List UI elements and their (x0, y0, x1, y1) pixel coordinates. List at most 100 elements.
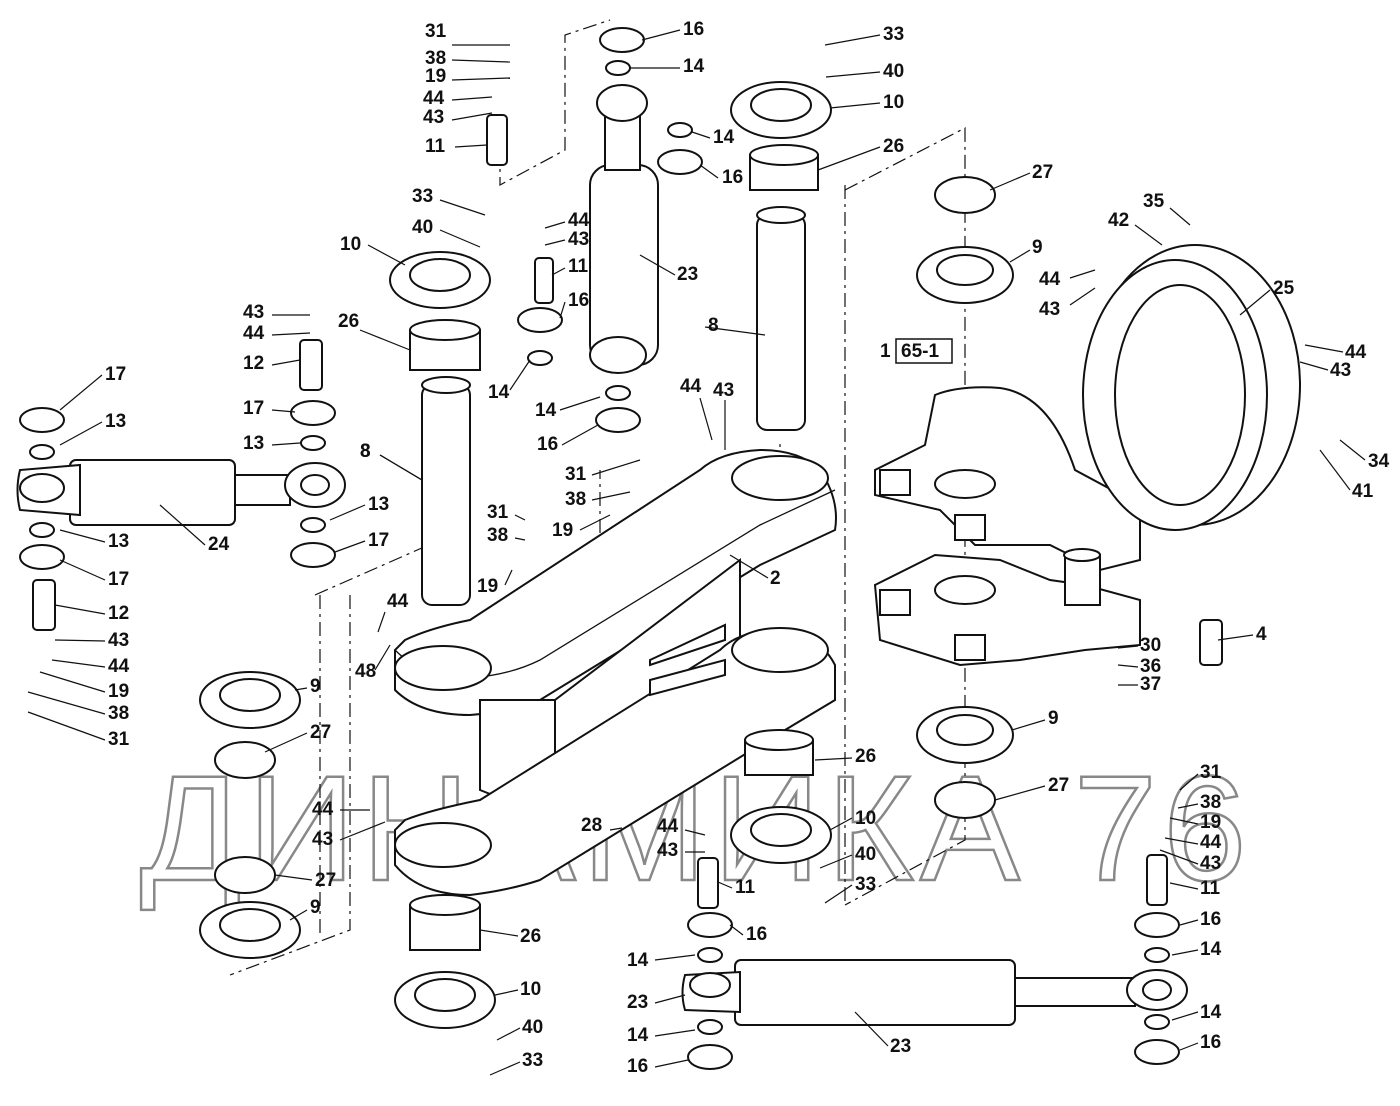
part-callout: 16 (1200, 909, 1221, 930)
leader-line (1171, 1011, 1199, 1021)
leader-line (819, 854, 853, 869)
part-callout: 19 (552, 520, 573, 541)
leader-line (1299, 361, 1329, 371)
leader-line (1179, 1042, 1199, 1051)
leader-line (1169, 882, 1199, 890)
leader-line (1069, 269, 1096, 279)
part-callout: 9 (310, 676, 321, 697)
leader-line (27, 691, 106, 715)
leader-line (59, 421, 103, 446)
part-callout: 34 (1368, 451, 1390, 472)
part-callout: 48 (355, 661, 376, 682)
leader-line (454, 144, 488, 148)
part-callout: 44 (243, 323, 265, 344)
part-callout: 14 (488, 382, 510, 403)
part-callout: 8 (708, 315, 719, 336)
leader-line (609, 827, 623, 831)
part-callout: 16 (627, 1056, 648, 1077)
leader-line (654, 954, 696, 961)
part-callout: 8 (360, 441, 371, 462)
leader-line (339, 821, 386, 841)
part-callout: 14 (535, 400, 557, 421)
part-callout: 13 (105, 411, 126, 432)
leader-line (494, 989, 519, 996)
leader-line (561, 424, 599, 446)
leader-line (159, 504, 206, 546)
part-callout: 2 (770, 568, 781, 589)
leader-line (691, 131, 711, 139)
leader-line (1304, 344, 1344, 353)
leader-line (717, 881, 733, 889)
leader-line (544, 221, 566, 229)
part-callout: 31 (565, 464, 587, 485)
part-callout: 27 (315, 870, 336, 891)
leader-line (514, 537, 526, 541)
part-callout: 38 (487, 525, 508, 546)
part-callout: 16 (568, 290, 589, 311)
part-callout: 43 (657, 840, 678, 861)
leader-line (825, 71, 881, 78)
part-callout: 14 (683, 56, 705, 77)
part-callout: 43 (423, 107, 444, 128)
part-callout: 14 (627, 1025, 649, 1046)
leader-line (654, 994, 686, 1004)
leader-line (639, 254, 676, 276)
leader-line (684, 829, 706, 836)
part-callout: 11 (568, 256, 589, 277)
part-callout: 33 (412, 186, 433, 207)
leader-line (271, 409, 296, 413)
part-callout: 14 (1200, 1002, 1222, 1023)
part-callout: 10 (340, 234, 361, 255)
part-callout: 8 (360, 441, 371, 462)
cylinder-24 (16, 459, 346, 526)
part-callout: 35 (1143, 191, 1165, 212)
leader-line (1239, 289, 1271, 316)
leader-line (264, 732, 308, 753)
leader-line (699, 397, 713, 441)
part-callout: 16 (683, 19, 704, 40)
part-callout: 16 (746, 924, 767, 945)
leader-line (551, 267, 566, 276)
part-callout: 11 (1200, 878, 1221, 899)
leader-line (824, 884, 853, 904)
leader-line (1009, 249, 1031, 263)
leader-line (439, 199, 486, 216)
leader-line (54, 604, 106, 615)
part-callout: 13 (243, 433, 264, 454)
leader-line (439, 229, 481, 248)
leader-line (489, 1061, 521, 1076)
part-callout: 38 (1200, 792, 1221, 813)
leader-line (1164, 837, 1199, 845)
part-callout: 27 (1048, 775, 1069, 796)
part-callout: 31 (487, 502, 509, 523)
leader-line (271, 442, 301, 446)
part-callout: 23 (627, 992, 648, 1013)
part-callout: 17 (105, 364, 126, 385)
leader-line (54, 639, 106, 642)
leader-line (1069, 287, 1096, 306)
part-callout: 27 (310, 722, 331, 743)
leader-line (1117, 645, 1139, 649)
part-callout: 44 (312, 799, 334, 820)
part-callout: 44 (387, 591, 409, 612)
part-callout: 19 (1200, 812, 1221, 833)
part-callout: 26 (855, 746, 876, 767)
leader-line (1179, 773, 1199, 791)
part-callout: 33 (522, 1050, 543, 1071)
cylinder-23-lower (681, 959, 1188, 1026)
part-callout: 42 (1108, 210, 1129, 231)
leader-line (579, 514, 611, 531)
leader-line (1169, 207, 1191, 226)
leader-line (334, 540, 366, 553)
leader-line (504, 569, 513, 586)
part-callout: 41 (1352, 481, 1374, 502)
part-callout: 12 (243, 353, 264, 374)
leader-line (854, 1011, 889, 1047)
part-callout: 10 (883, 92, 904, 113)
leader-line (367, 244, 406, 266)
part-callout: 40 (412, 217, 433, 238)
leader-line (379, 454, 423, 481)
part-callout: 26 (520, 926, 541, 947)
leader-line (1159, 849, 1199, 865)
part-callout: 23 (677, 264, 698, 285)
